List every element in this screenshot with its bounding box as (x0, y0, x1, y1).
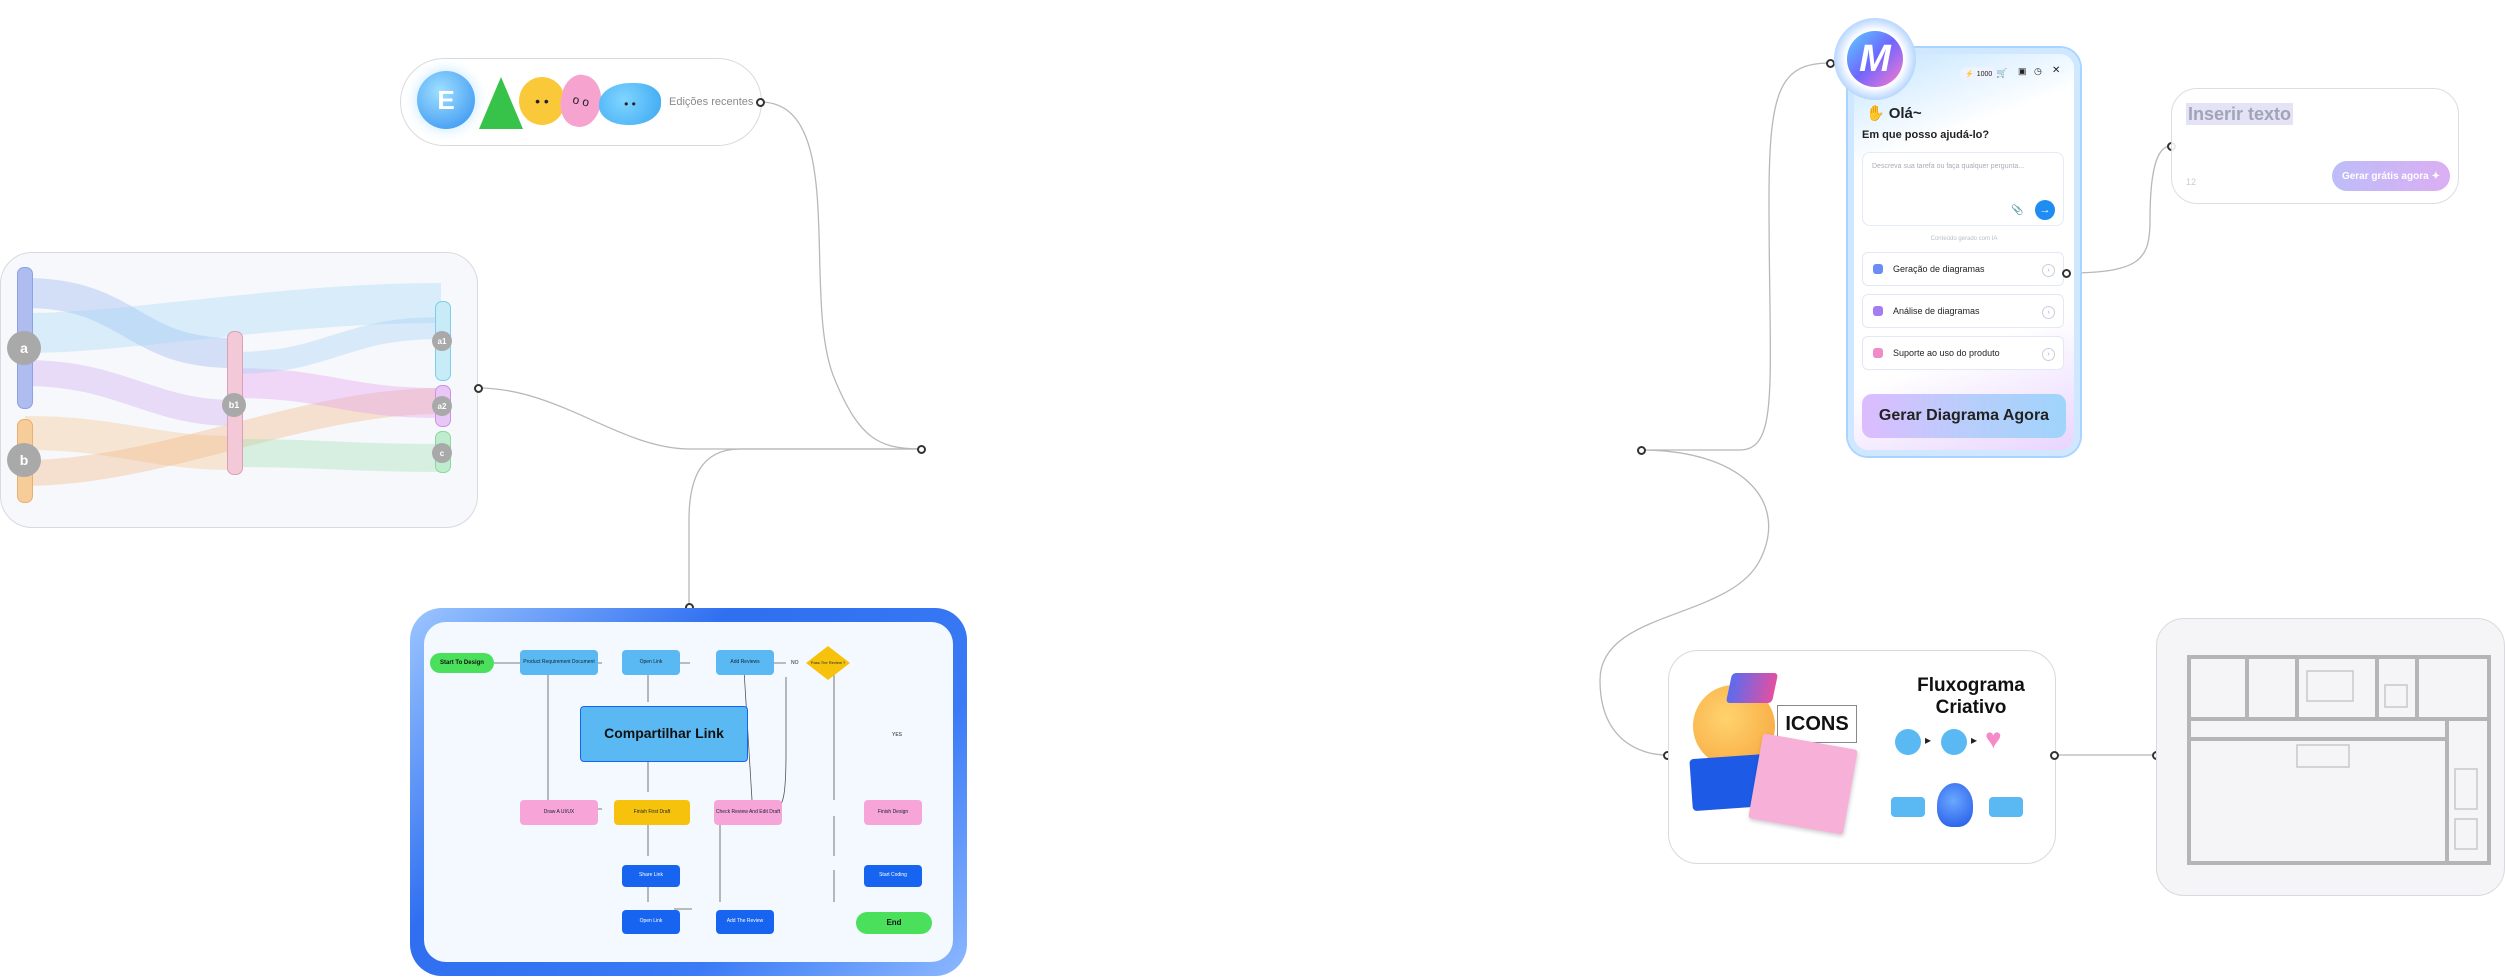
recent-edits-card[interactable]: E • • o o • • Edições recentes (400, 58, 762, 146)
icons-sticker: ICONS (1777, 705, 1857, 743)
close-icon[interactable]: ✕ (2052, 65, 2061, 76)
floor-plan-drawing (2187, 655, 2491, 865)
yellow-face-emoji-icon: • • (519, 77, 565, 125)
bolt-icon: ⚡ (1965, 71, 1974, 78)
creative-flowchart-card[interactable]: ICONS Fluxograma Criativo ▸ ▸ ♥ (1668, 650, 2056, 864)
blue-circle-icon (1895, 729, 1921, 755)
icons-label: ICONS (1785, 712, 1849, 735)
connector-port[interactable] (2050, 751, 2059, 760)
arrow-right-icon: › (2042, 264, 2055, 277)
flowchart-canvas: Start To Design Product Requirement Docu… (424, 622, 953, 962)
ai-greeting-text: Olá~ (1888, 104, 1922, 122)
arrow-right-icon: ▸ (1971, 733, 1978, 747)
creative-title: Fluxograma Criativo (1901, 675, 2041, 719)
flow-check-node[interactable]: Check Review And Edit Draft (714, 800, 782, 825)
connector-port[interactable] (474, 384, 483, 393)
flow-finish-first-node[interactable]: Finish First Draft (614, 800, 690, 825)
flow-share-link2-node[interactable]: Share Link (622, 865, 680, 887)
option-diagram-analysis[interactable]: Análise de diagramas › (1862, 294, 2064, 328)
flow-start-coding-node[interactable]: Start Coding (864, 865, 922, 887)
blue-circle-icon (1941, 729, 1967, 755)
hub-node-right[interactable] (1637, 446, 1646, 455)
floor-plan-card[interactable] (2156, 618, 2505, 896)
green-triangle-emoji-icon (479, 77, 523, 129)
font-size-value: 12 (2186, 177, 2197, 187)
option-label: Geração de diagramas (1893, 264, 1985, 274)
flow-start-node[interactable]: Start To Design (430, 653, 494, 673)
arrow-right-icon: ▸ (1925, 733, 1932, 747)
arrow-right-icon: › (2042, 306, 2055, 319)
flow-open-link-node[interactable]: Open Link (622, 650, 680, 675)
history-icon[interactable]: ◷ (2034, 66, 2042, 76)
generate-free-button[interactable]: Gerar grátis agora✦ (2332, 161, 2450, 191)
ai-prompt-input[interactable]: Descreva sua tarefa ou faça qualquer per… (1862, 152, 2064, 226)
option-label: Análise de diagramas (1893, 306, 1980, 316)
sankey-node-c: c (432, 443, 452, 463)
attach-icon[interactable]: 📎 (2011, 205, 2024, 216)
blue-blob-emoji-icon: • • (599, 83, 661, 125)
blue-rect-icon (1989, 797, 2023, 817)
diagram-generation-icon (1873, 264, 1883, 274)
flow-draw-ui-node[interactable]: Draw A UI/UX (520, 800, 598, 825)
ai-prompt-placeholder: Descreva sua tarefa ou faça qualquer per… (1872, 163, 2025, 170)
ai-assistant-panel: M ⚡1000 🛒 ▣ ◷ ✕ ✋Olá~ Em que posso ajudá… (1834, 18, 2080, 456)
option-product-support[interactable]: Suporte ao uso do produto › (1862, 336, 2064, 370)
ai-question: Em que posso ajudá-lo? (1862, 129, 1990, 141)
send-button[interactable]: → (2035, 200, 2055, 220)
flow-open-link2-node[interactable]: Open Link (622, 910, 680, 934)
product-support-icon (1873, 348, 1883, 358)
recent-edits-label: Edições recentes (669, 96, 754, 108)
sankey-node-b1: b1 (222, 393, 246, 417)
flow-end-node[interactable]: End (856, 912, 932, 934)
connector-port[interactable] (756, 98, 765, 107)
arrow-right-icon: › (2042, 348, 2055, 361)
ai-logo-icon: M (1834, 18, 1916, 100)
flow-prd-node[interactable]: Product Requirement Document (520, 650, 598, 675)
hub-node-left[interactable] (917, 445, 926, 454)
flow-add-review2-node[interactable]: Add The Review (716, 910, 774, 934)
pink-sticky-note-icon (1748, 733, 1858, 835)
option-label: Suporte ao uso do produto (1893, 348, 2000, 358)
generate-diagram-button[interactable]: Gerar Diagrama Agora (1862, 394, 2066, 438)
sparkle-icon: ✦ (2431, 170, 2441, 182)
creative-title-line2: Criativo (1935, 696, 2007, 718)
sankey-node-a: a (7, 331, 41, 365)
flowchart-edges (491, 662, 835, 910)
ai-greeting: ✋Olá~ (1866, 104, 1922, 123)
lightbulb-icon (1937, 783, 1973, 827)
flow-add-reviews-node[interactable]: Add Reviews (716, 650, 774, 675)
avatar-e-icon: E (417, 71, 475, 129)
flow-finish-design-node[interactable]: Finish Design (864, 800, 922, 825)
pink-heart-icon: ♥ (1985, 723, 2002, 754)
flow-share-link-node[interactable]: Compartilhar Link (580, 706, 748, 762)
creative-title-line1: Fluxograma (1917, 675, 2025, 696)
blue-rect-icon (1891, 797, 1925, 817)
credits-value: 1000 (1976, 70, 1993, 78)
sankey-node-a2: a2 (432, 396, 452, 416)
generate-free-label: Gerar grátis agora (2341, 170, 2429, 182)
generate-diagram-label: Gerar Diagrama Agora (1878, 407, 2050, 424)
connector-port[interactable] (2062, 269, 2071, 278)
flowchart-card[interactable]: Start To Design Product Requirement Docu… (410, 608, 967, 976)
sankey-flows (24, 278, 442, 486)
text-input-placeholder-label: Inserir texto (2188, 103, 2292, 124)
ai-powered-note: Conteúdo gerado com IA (1930, 236, 1998, 242)
sankey-node-a1: a1 (432, 331, 452, 351)
flow-no-label: NO (791, 660, 799, 666)
flow-yes-label: YES (892, 732, 903, 738)
text-input-placeholder[interactable]: Inserir texto (2186, 103, 2294, 125)
sankey-diagram-card[interactable]: a b b1 a1 a2 c (0, 252, 478, 528)
chat-icon[interactable]: ▣ (2018, 66, 2027, 76)
wave-hand-icon: ✋ (1866, 105, 1885, 122)
party-hat-icon (1725, 673, 1779, 703)
diagram-analysis-icon (1873, 306, 1883, 316)
flow-share-link-label: Compartilhar Link (604, 725, 724, 742)
text-generation-card[interactable]: Inserir texto 12 Gerar grátis agora✦ (2171, 88, 2459, 204)
cart-icon[interactable]: 🛒 (1996, 68, 2008, 78)
credits-badge[interactable]: ⚡1000 (1960, 67, 1998, 81)
sankey-node-b: b (7, 443, 41, 477)
option-diagram-generation[interactable]: Geração de diagramas › (1862, 252, 2064, 286)
